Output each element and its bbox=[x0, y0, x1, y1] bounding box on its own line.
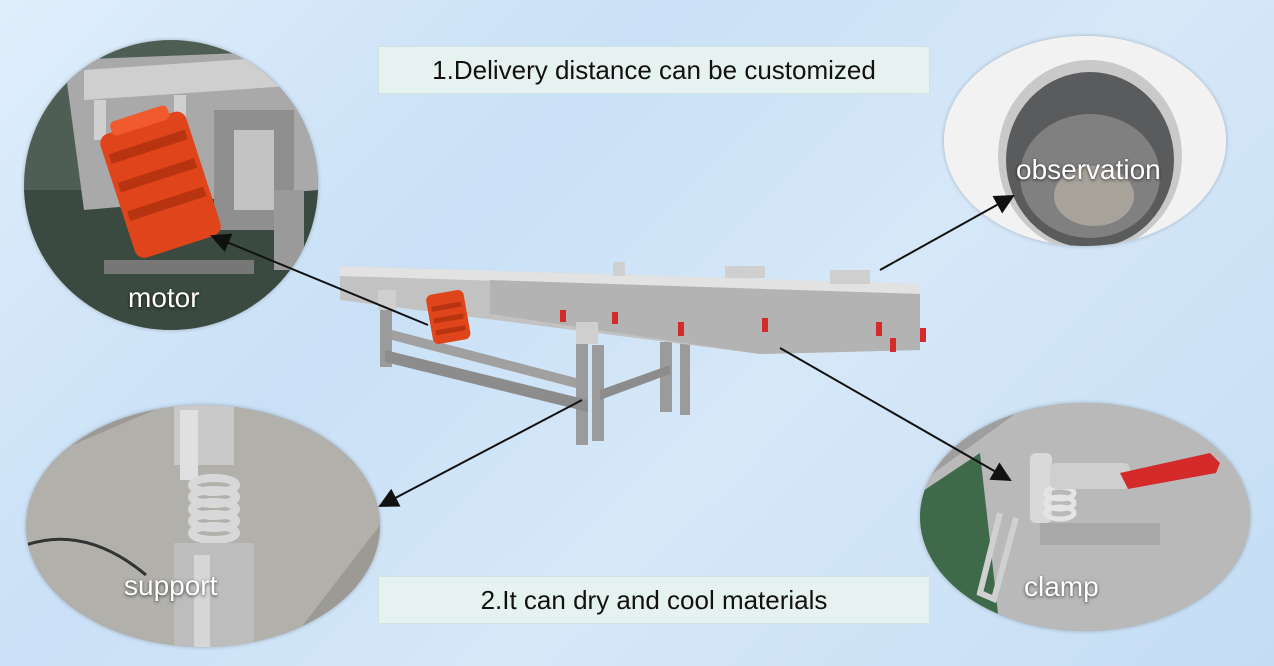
clamp-closeup-image: clamp bbox=[920, 403, 1250, 631]
motor-label: motor bbox=[128, 282, 200, 313]
observation-label: observation bbox=[1016, 154, 1161, 185]
observation-port-image: observation bbox=[944, 36, 1226, 246]
clamp-label: clamp bbox=[1024, 571, 1099, 602]
vibrating-conveyor-image bbox=[340, 262, 926, 445]
support-label: support bbox=[124, 570, 218, 601]
support-spring-image: support bbox=[26, 405, 380, 647]
caption-delivery-distance: 1.Delivery distance can be customized bbox=[378, 46, 930, 94]
motor-closeup-image: motor bbox=[24, 40, 318, 330]
caption-dry-cool: 2.It can dry and cool materials bbox=[378, 576, 930, 624]
